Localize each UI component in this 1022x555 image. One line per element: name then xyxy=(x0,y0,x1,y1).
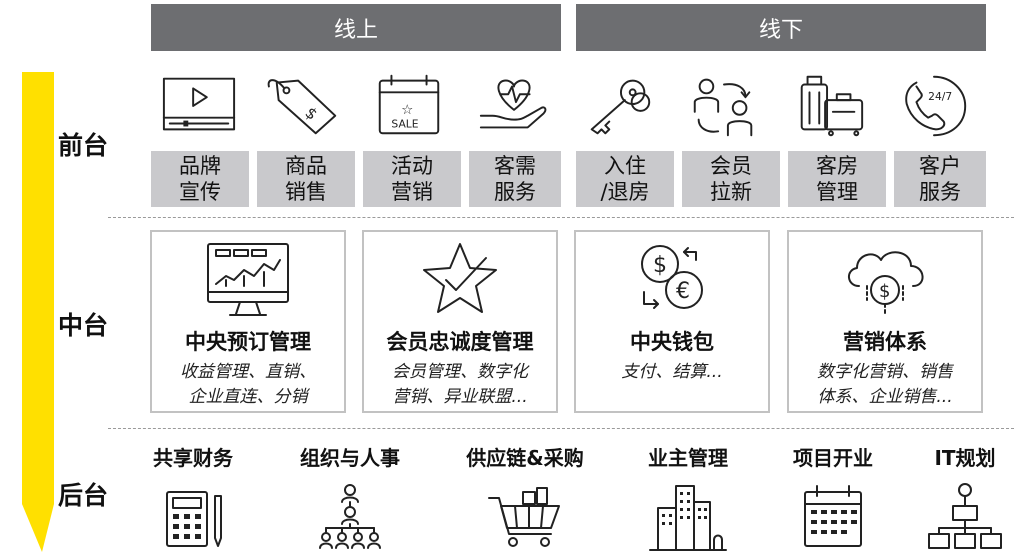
svg-text:$: $ xyxy=(302,104,321,124)
card-wallet: $ € 中央钱包 支付、结算... xyxy=(574,230,770,413)
svg-text:☆: ☆ xyxy=(401,102,413,118)
front-label-customer-service: 客户 服务 xyxy=(894,151,986,207)
shopping-cart-icon xyxy=(450,482,600,552)
monitor-chart-icon xyxy=(152,240,344,320)
tier-back-label: 后台 xyxy=(58,481,109,510)
front-label-brand: 品牌 宣传 xyxy=(151,151,249,207)
back-item-owner: 业主管理 xyxy=(613,442,763,552)
back-item-supply-chain: 供应链&采购 xyxy=(450,442,600,552)
back-item-hr: 组织与人事 xyxy=(275,442,425,552)
back-item-label: 业主管理 xyxy=(648,446,728,470)
divider-front-middle xyxy=(108,217,1014,218)
card-subtitle: 会员管理、数字化 营销、异业联盟... xyxy=(392,362,528,407)
cloud-dollar-icon: $ xyxy=(789,240,981,320)
price-tag-icon: $ xyxy=(262,70,346,140)
keys-icon xyxy=(577,70,661,140)
tier-middle-label: 中台 xyxy=(58,311,109,340)
back-item-label: 共享财务 xyxy=(153,446,233,470)
offline-header-label: 线下 xyxy=(758,17,803,43)
org-chart-icon xyxy=(275,482,425,552)
online-header-label: 线上 xyxy=(333,17,378,43)
card-subtitle: 支付、结算... xyxy=(621,362,723,382)
front-label-member: 会员 拉新 xyxy=(682,151,780,207)
front-label-guest-service: 客需 服务 xyxy=(469,151,561,207)
card-marketing: $ 营销体系 数字化营销、销售 体系、企业销售... xyxy=(787,230,983,413)
card-loyalty: 会员忠诚度管理 会员管理、数字化 营销、异业联盟... xyxy=(362,230,558,413)
card-title: 营销体系 xyxy=(843,330,927,354)
star-check-icon xyxy=(364,240,556,320)
front-label-checkin: 入住 /退房 xyxy=(576,151,674,207)
back-item-label: 供应链&采购 xyxy=(466,446,584,470)
divider-middle-back xyxy=(108,428,1014,429)
card-subtitle: 收益管理、直销、 企业直连、分销 xyxy=(180,362,316,407)
member-exchange-icon xyxy=(682,70,766,140)
svg-text:SALE: SALE xyxy=(391,117,418,130)
card-title: 中央钱包 xyxy=(630,330,714,354)
card-title: 会员忠诚度管理 xyxy=(386,330,534,354)
svg-text:$: $ xyxy=(653,253,667,278)
card-central-reservation: 中央预订管理 收益管理、直销、 企业直连、分销 xyxy=(150,230,346,413)
network-hierarchy-icon xyxy=(890,482,1022,552)
front-label-campaign: 活动 营销 xyxy=(363,151,461,207)
back-item-label: 项目开业 xyxy=(793,446,873,470)
flow-arrow-icon xyxy=(22,72,54,552)
sale-calendar-icon: ☆ SALE xyxy=(367,70,451,140)
front-label-sales: 商品 销售 xyxy=(257,151,355,207)
tier-front-label: 前台 xyxy=(58,131,109,160)
video-player-icon xyxy=(157,70,241,140)
card-title: 中央预订管理 xyxy=(185,330,311,354)
svg-text:$: $ xyxy=(879,281,890,302)
calendar-icon xyxy=(758,482,908,552)
online-header: 线上 xyxy=(151,4,561,51)
back-item-label: 组织与人事 xyxy=(300,446,400,470)
card-subtitle: 数字化营销、销售 体系、企业销售... xyxy=(817,362,953,407)
buildings-icon xyxy=(613,482,763,552)
currency-exchange-icon: $ € xyxy=(576,240,768,320)
svg-text:24/7: 24/7 xyxy=(928,90,952,103)
svg-text:€: € xyxy=(676,279,690,304)
phone-24-7-icon: 24/7 xyxy=(892,70,976,140)
offline-header: 线下 xyxy=(576,4,986,51)
back-item-opening: 项目开业 xyxy=(758,442,908,552)
back-item-label: IT规划 xyxy=(934,446,996,470)
front-label-room: 客房 管理 xyxy=(788,151,886,207)
back-item-finance: 共享财务 xyxy=(118,442,268,552)
heart-hand-icon xyxy=(472,70,556,140)
back-item-it: IT规划 xyxy=(890,442,1022,552)
luggage-icon xyxy=(787,70,871,140)
calculator-icon xyxy=(118,482,268,552)
